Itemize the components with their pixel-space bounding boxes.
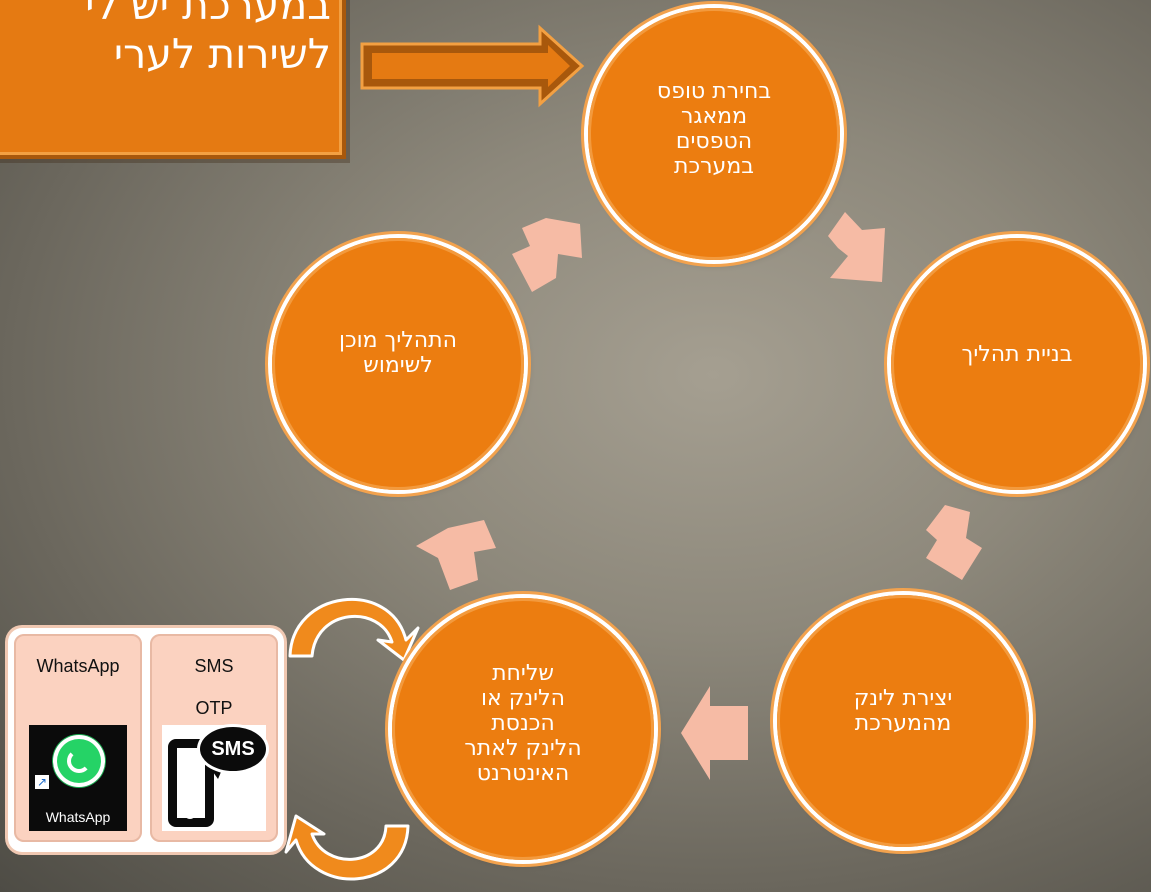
node-select-form-line-2: ממאגר [680,104,748,129]
channel-card-whatsapp: WhatsApp ↗ WhatsApp [14,634,142,842]
node-send-link-line-3: הכנסת [491,710,555,736]
channel-label-sms: SMS [194,656,234,676]
sms-phone-icon: SMS [162,725,266,831]
node-build-process: בניית תהליך [891,238,1143,490]
cycle-arrow-4 [416,520,496,590]
node-create-link: יצירת לינק מהמערכת [777,595,1029,847]
channel-label-whatsapp: WhatsApp [36,656,120,676]
node-select-form-line-1: בחירת טופס [656,79,772,104]
node-send-link-line-4: הלינק לאתר [464,735,582,761]
title-box: במערכת יש לי לשירות לערי [0,0,342,155]
node-send-link-line-2: הלינק או [481,685,565,711]
node-process-ready-line-2: לשימוש [363,353,433,378]
node-send-link-line-1: שליחת [492,660,554,686]
node-create-link-line-1: יצירת לינק [853,686,953,711]
node-select-form-line-4: במערכת [674,154,754,179]
cycle-arrow-3 [681,686,748,780]
whatsapp-phone-icon [67,749,91,773]
phone-button-icon [185,811,195,819]
shortcut-arrow-icon: ↗ [35,775,49,789]
title-line-1: במערכת יש לי [85,0,331,29]
node-process-ready-line-1: התהליך מוכן [339,328,458,353]
node-send-link: שליחת הלינק או הכנסת הלינק לאתר האינטרנט [392,598,654,860]
cycle-arrow-2 [926,505,982,580]
channels-panel: WhatsApp ↗ WhatsApp SMS OTP SMS [8,628,284,852]
whatsapp-icon-caption: WhatsApp [45,809,111,825]
curved-arrow-bottom [284,814,410,881]
node-send-link-line-5: האינטרנט [476,760,570,786]
node-create-link-line-2: מהמערכת [854,711,952,736]
node-select-form-line-3: הטפסים [675,129,753,154]
channel-sublabel-otp: OTP [195,698,233,718]
sms-bubble-icon: SMS [200,727,266,771]
channel-card-sms: SMS OTP SMS [150,634,278,842]
whatsapp-icon: ↗ WhatsApp [29,725,127,831]
title-line-2: לשירות לערי [113,30,331,78]
cycle-arrow-5 [512,218,582,292]
title-to-node-arrow [360,24,585,108]
node-build-process-line-1: בניית תהליך [961,341,1073,367]
cycle-arrow-1 [828,212,885,282]
node-select-form: בחירת טופס ממאגר הטפסים במערכת [588,8,840,260]
node-process-ready: התהליך מוכן לשימוש [272,238,524,490]
curved-arrow-top [288,597,420,662]
